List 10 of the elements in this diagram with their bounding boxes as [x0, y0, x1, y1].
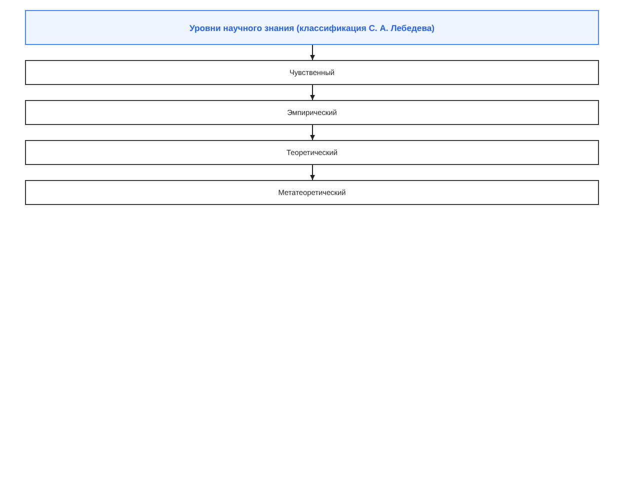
header-text: Уровни научного знания (классификация С. А. Лебедева) — [189, 22, 435, 32]
header-box — [25, 10, 599, 45]
arrow — [310, 44, 315, 60]
level-box — [25, 100, 599, 125]
arrow — [310, 164, 315, 180]
level-box — [25, 180, 599, 205]
level-box — [25, 140, 599, 165]
arrow — [310, 84, 315, 100]
arrow — [310, 124, 315, 140]
level-box — [25, 60, 599, 85]
